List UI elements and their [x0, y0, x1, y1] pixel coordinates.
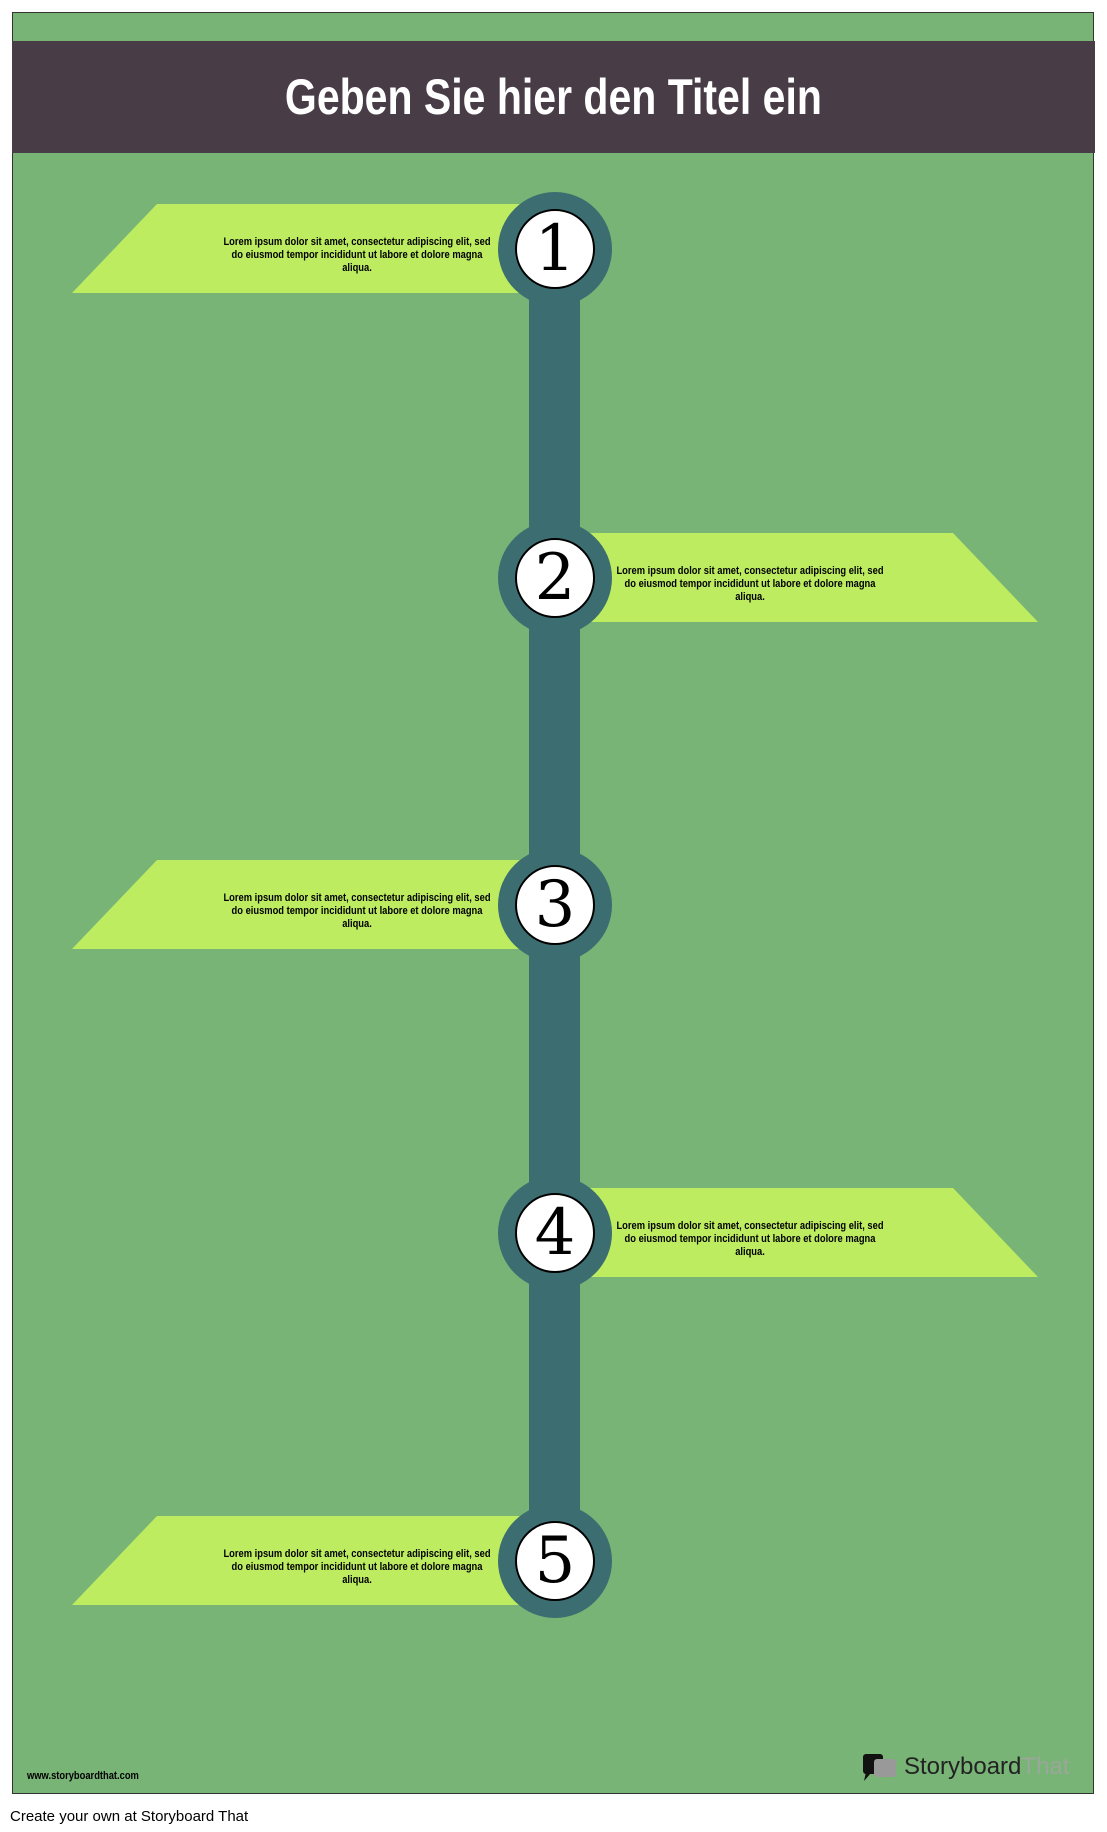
- step-banner-3: Lorem ipsum dolor sit amet, consectetur …: [72, 860, 532, 949]
- step-banner-1: Lorem ipsum dolor sit amet, consectetur …: [72, 204, 532, 293]
- step-number: 5: [515, 1521, 595, 1601]
- create-your-own-link[interactable]: Create your own at Storyboard That: [10, 1808, 249, 1825]
- step-banner-4: Lorem ipsum dolor sit amet, consectetur …: [583, 1188, 1043, 1277]
- banner-shape: [72, 1516, 532, 1605]
- step-number: 4: [515, 1193, 595, 1273]
- step-banner-2: Lorem ipsum dolor sit amet, consectetur …: [583, 533, 1043, 622]
- step-node-5: 5: [498, 1504, 612, 1618]
- step-node-1: 1: [498, 192, 612, 306]
- banner-shape: [583, 1188, 1038, 1277]
- step-text[interactable]: Lorem ipsum dolor sit amet, consectetur …: [616, 1220, 884, 1258]
- logo-text-that: That: [1021, 1753, 1070, 1780]
- step-banner-5: Lorem ipsum dolor sit amet, consectetur …: [72, 1516, 532, 1605]
- step-text[interactable]: Lorem ipsum dolor sit amet, consectetur …: [223, 892, 491, 930]
- page-title[interactable]: Geben Sie hier den Titel ein: [285, 69, 822, 125]
- banner-shape: [72, 860, 532, 949]
- step-text[interactable]: Lorem ipsum dolor sit amet, consectetur …: [223, 236, 491, 274]
- step-text[interactable]: Lorem ipsum dolor sit amet, consectetur …: [616, 565, 884, 603]
- footer-url[interactable]: www.storyboardthat.com: [27, 1770, 139, 1782]
- step-node-3: 3: [498, 848, 612, 962]
- speech-bubble-icon: [863, 1754, 896, 1781]
- title-bar: Geben Sie hier den Titel ein: [12, 41, 1095, 153]
- step-number: 3: [515, 865, 595, 945]
- step-number: 1: [515, 209, 595, 289]
- storyboardthat-logo[interactable]: StoryboardThat: [862, 1752, 1069, 1782]
- banner-shape: [72, 204, 532, 293]
- step-number: 2: [515, 538, 595, 618]
- logo-text-storyboard: Storyboard: [904, 1753, 1022, 1780]
- step-text[interactable]: Lorem ipsum dolor sit amet, consectetur …: [223, 1548, 491, 1586]
- banner-shape: [583, 533, 1038, 622]
- step-node-4: 4: [498, 1176, 612, 1290]
- step-node-2: 2: [498, 521, 612, 635]
